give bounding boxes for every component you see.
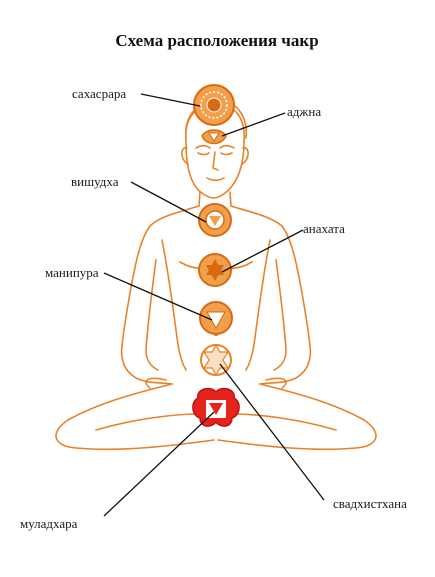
chakra-sahasrara [193, 84, 235, 126]
chakra-manipura [199, 301, 233, 335]
leader-manipura [103, 272, 213, 321]
label-ajna: аджна [287, 104, 321, 119]
chakra-muladhara [192, 387, 240, 427]
chakra-svadhisthana [200, 343, 232, 377]
chakra-vishuddha [198, 203, 232, 237]
label-manipura: манипура [45, 265, 99, 280]
diagram-title: Схема расположения чакр [115, 31, 318, 50]
label-anahata: анахата [303, 221, 345, 236]
chakra-ajna [201, 129, 227, 145]
leader-svadhisthana [219, 363, 325, 501]
leader-sahasrara [140, 93, 201, 107]
label-sahasrara: сахасрара [72, 86, 126, 101]
leader-anahata [221, 229, 304, 273]
leader-muladhara [103, 411, 215, 517]
meditating-figure [55, 99, 377, 451]
leader-ajna [221, 112, 286, 137]
label-muladhara: муладхара [20, 516, 78, 531]
chakra-anahata [198, 253, 232, 287]
label-svadhisthana: свадхистхана [333, 496, 407, 511]
leader-vishuddha [130, 181, 207, 223]
label-vishuddha: вишудха [71, 174, 119, 189]
